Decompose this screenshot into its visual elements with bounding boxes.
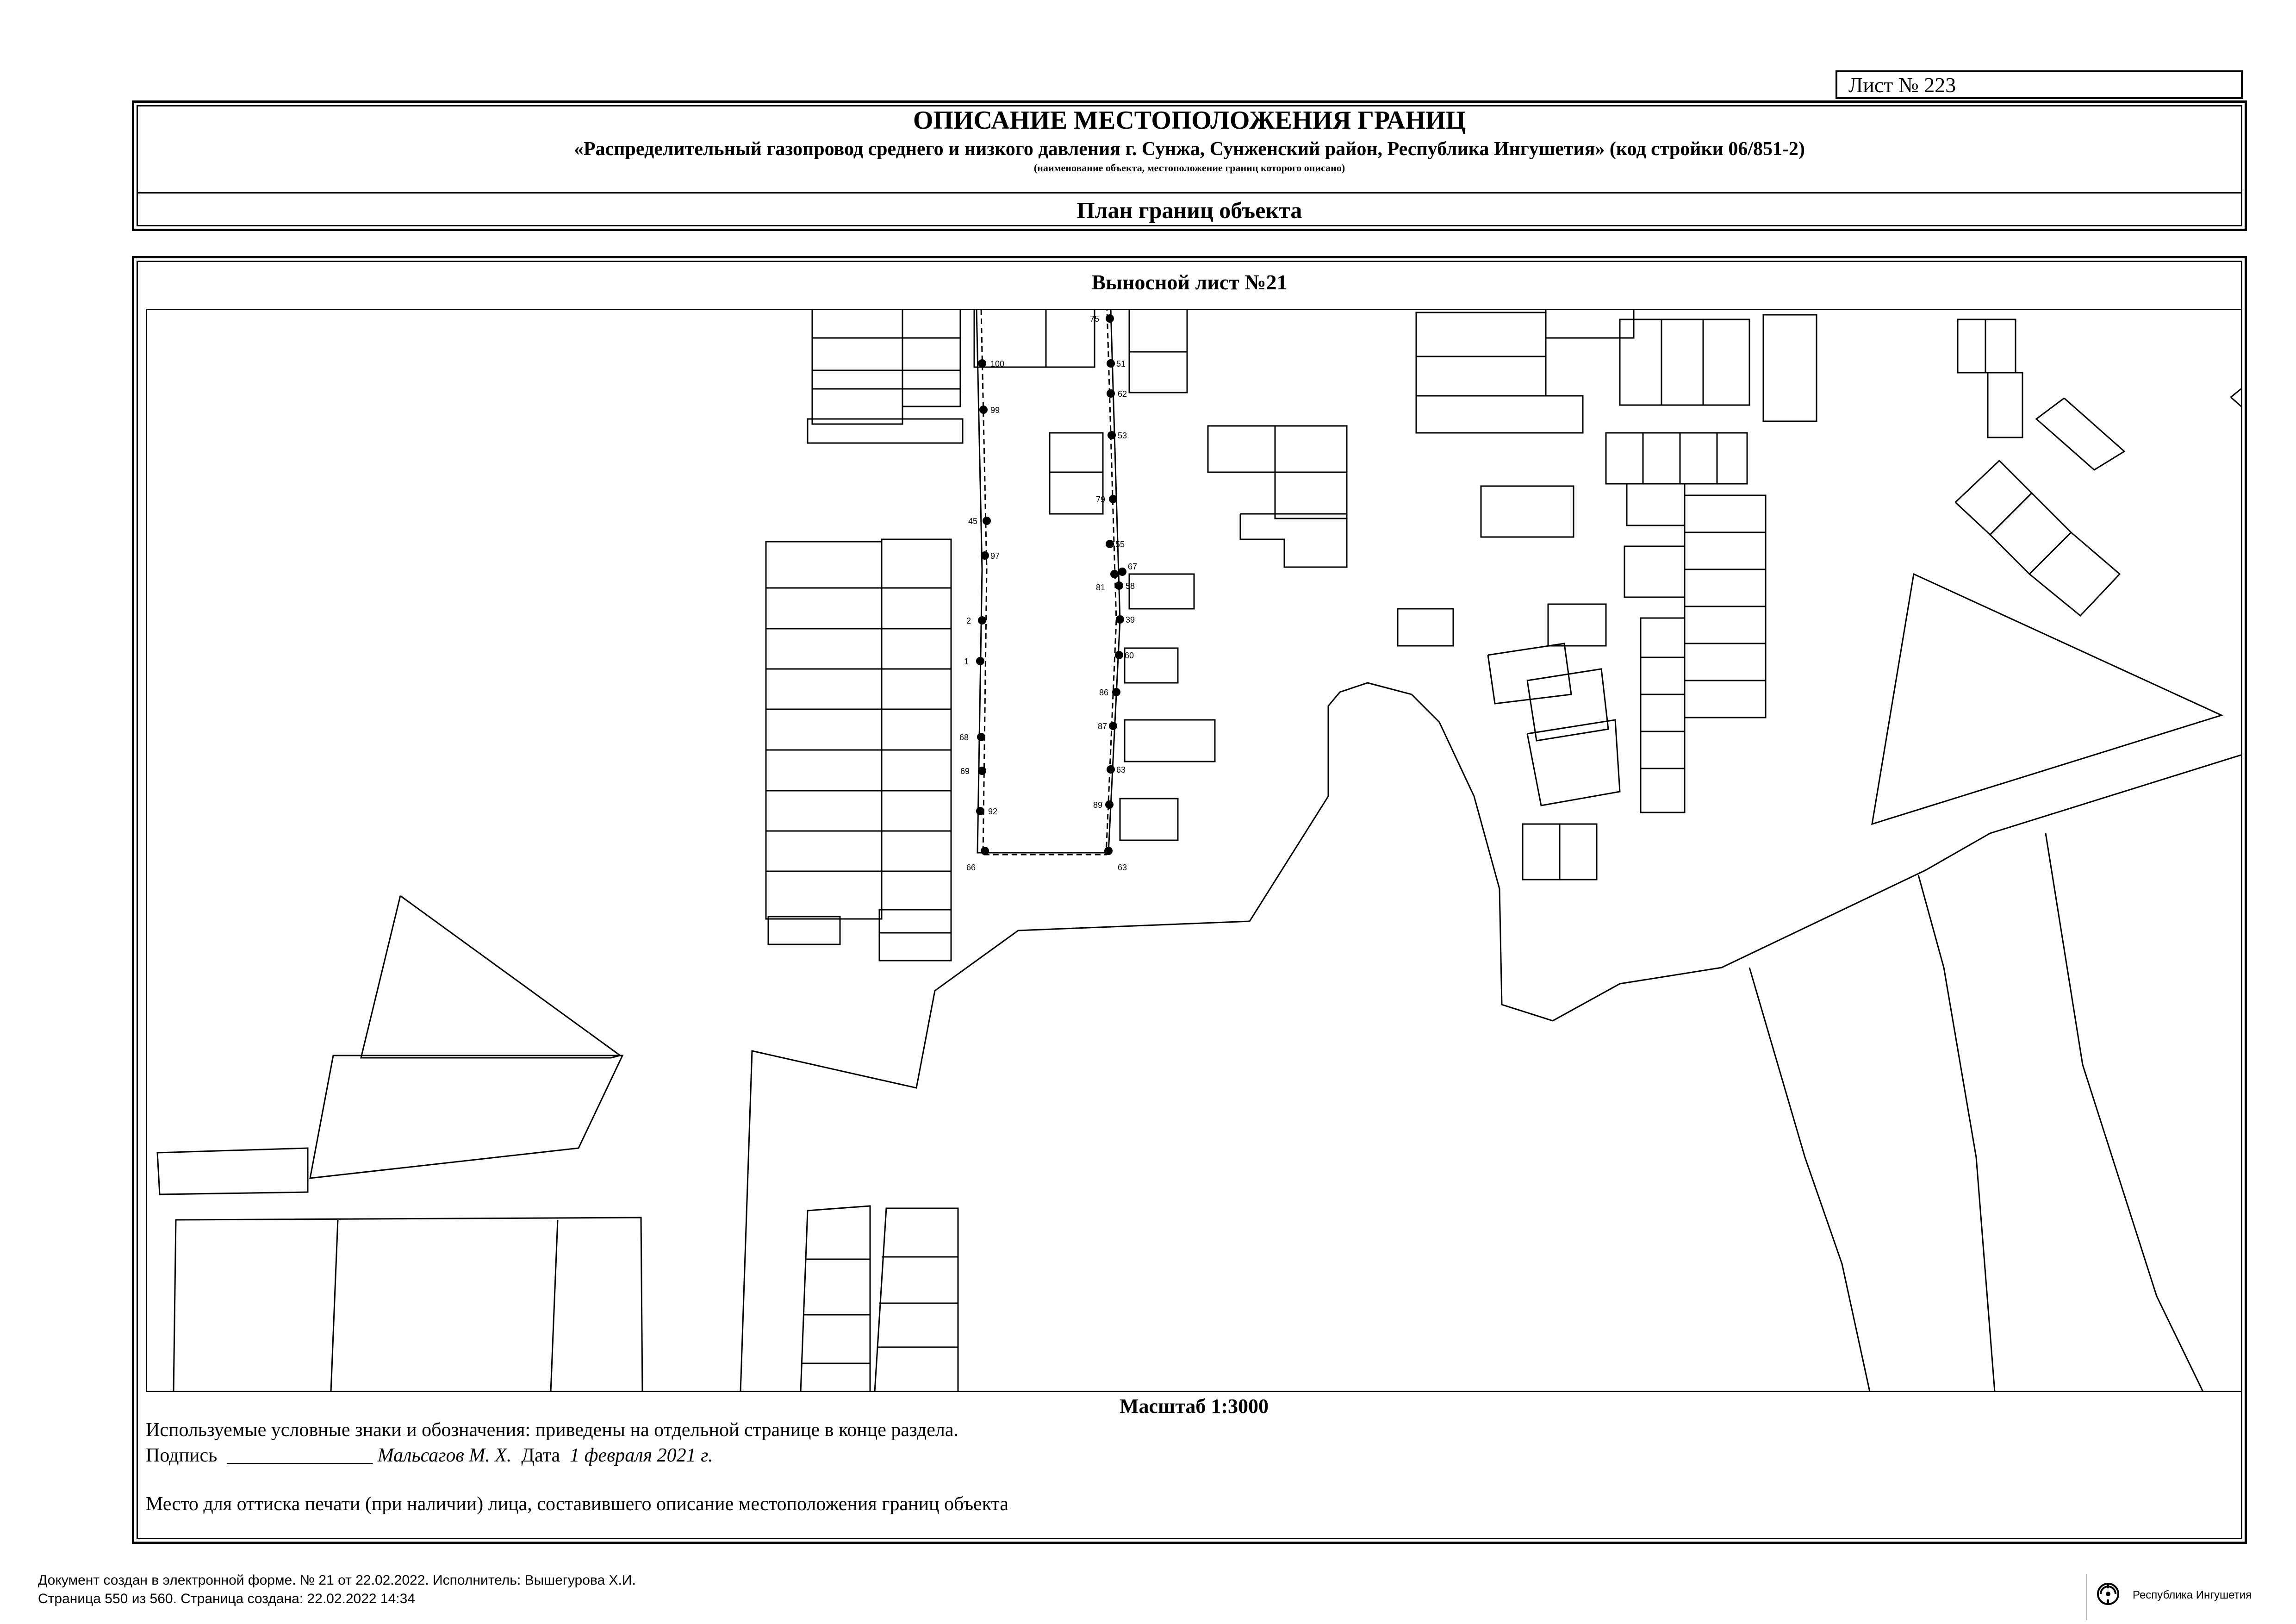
- point-labels: 100 99 45 97 2 1 68 69 92 66 63 75 51 62…: [959, 314, 1137, 872]
- point-label-97: 97: [990, 551, 1000, 561]
- point-label-51: 51: [1116, 359, 1126, 369]
- legend-text: Используемые условные знаки и обозначени…: [146, 1419, 958, 1441]
- point-label-79: 79: [1096, 495, 1105, 504]
- cadastral-map: 100 99 45 97 2 1 68 69 92 66 63 75 51 62…: [146, 309, 2242, 1392]
- footer-document-info: Документ создан в электронной форме. № 2…: [38, 1573, 636, 1588]
- point-label-67: 67: [1128, 562, 1137, 571]
- point-label-86: 86: [1099, 688, 1108, 697]
- header-divider: [137, 192, 2242, 194]
- point-label-2: 2: [966, 616, 971, 625]
- point-label-69: 69: [960, 767, 970, 776]
- point-label-99: 99: [990, 406, 1000, 415]
- signature-label: Подпись: [146, 1445, 218, 1466]
- boundary-points: [976, 314, 1126, 855]
- point-label-53: 53: [1118, 431, 1127, 440]
- signer-name: Мальсагов М. Х.: [377, 1445, 512, 1466]
- header-frame: [132, 100, 2247, 231]
- signature-row: Подпись _______________ Мальсагов М. Х. …: [146, 1444, 713, 1467]
- point-label-55: 55: [1115, 540, 1125, 549]
- point-label-92: 92: [988, 807, 997, 816]
- point-label-63b: 63: [1116, 765, 1126, 775]
- map-parcels: [156, 309, 2242, 1392]
- point-label-63: 63: [1118, 863, 1127, 872]
- point-label-62: 62: [1118, 389, 1127, 399]
- point-label-89: 89: [1093, 800, 1102, 810]
- point-label-75: 75: [1090, 314, 1099, 324]
- point-label-39: 39: [1126, 615, 1135, 625]
- leaf-title: Выносной лист №21: [1091, 270, 1288, 294]
- main-frame: [132, 256, 2247, 1544]
- object-name: «Распределительный газопровод среднего и…: [574, 138, 1805, 160]
- sheet-number: Лист № 223: [1836, 70, 2243, 99]
- point-label-58: 58: [1126, 581, 1135, 591]
- point-label-60: 60: [1125, 651, 1134, 660]
- object-name-note: (наименование объекта, местоположение гр…: [1033, 162, 1345, 174]
- point-label-68: 68: [959, 733, 969, 742]
- map-scale: Масштаб 1:3000: [1119, 1395, 1269, 1418]
- footer-page-info: Страница 550 из 560. Страница создана: 2…: [38, 1591, 416, 1606]
- footer-separator: [2086, 1574, 2087, 1620]
- header-inner-frame: [137, 105, 2242, 226]
- stamp-place-text: Место для оттиска печати (при наличии) л…: [146, 1493, 1009, 1515]
- ingushetia-emblem-icon: [2097, 1583, 2119, 1605]
- signature-line: _______________: [227, 1445, 373, 1466]
- date-value: 1 февраля 2021 г.: [570, 1445, 713, 1466]
- point-label-81: 81: [1096, 583, 1105, 592]
- point-label-87: 87: [1098, 722, 1107, 731]
- footer-region: Республика Ингушетия: [2133, 1589, 2252, 1601]
- point-label-100: 100: [990, 359, 1004, 369]
- document-title: ОПИСАНИЕ МЕСТОПОЛОЖЕНИЯ ГРАНИЦ: [913, 106, 1466, 135]
- date-label: Дата: [521, 1445, 560, 1466]
- point-label-45: 45: [968, 517, 977, 526]
- point-label-66: 66: [966, 863, 976, 872]
- plan-title: План границ объекта: [1076, 197, 1302, 223]
- point-label-1: 1: [964, 657, 969, 666]
